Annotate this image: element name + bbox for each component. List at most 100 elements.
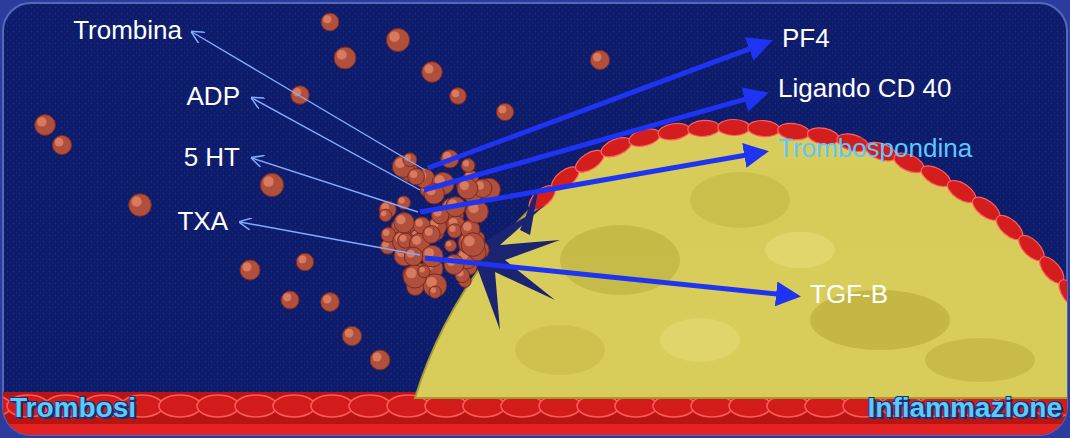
platelet bbox=[386, 28, 409, 51]
platelet-body bbox=[386, 28, 409, 51]
platelet-body bbox=[334, 47, 356, 69]
platelet-highlight bbox=[463, 160, 469, 166]
platelet-highlight bbox=[410, 170, 418, 178]
platelet-highlight bbox=[399, 198, 405, 204]
platelet bbox=[35, 115, 56, 136]
arrow bbox=[240, 222, 420, 255]
platelet bbox=[370, 350, 390, 370]
platelet-highlight bbox=[400, 235, 407, 242]
mediator-label: TGF-B bbox=[810, 280, 888, 309]
mediator-label: ADP bbox=[187, 82, 240, 111]
platelet-highlight bbox=[55, 138, 64, 147]
platelet-highlight bbox=[381, 211, 387, 217]
platelet bbox=[260, 173, 283, 196]
platelet bbox=[429, 286, 441, 298]
platelet-body bbox=[450, 88, 467, 105]
platelet-highlight bbox=[345, 329, 354, 338]
platelet-highlight bbox=[263, 176, 273, 186]
platelet bbox=[52, 135, 71, 154]
platelet bbox=[321, 293, 340, 312]
platelet-body bbox=[394, 212, 414, 232]
platelet-highlight bbox=[460, 181, 469, 190]
platelet-body bbox=[422, 62, 443, 83]
mediator-label: Ligando CD 40 bbox=[778, 74, 951, 103]
platelet-highlight bbox=[396, 215, 405, 224]
platelet-highlight bbox=[373, 353, 382, 362]
plaque-endothelium bbox=[525, 119, 1067, 311]
platelet bbox=[590, 50, 609, 69]
platelet bbox=[461, 159, 475, 173]
platelet-highlight bbox=[446, 241, 451, 246]
platelet-highlight bbox=[464, 236, 475, 247]
platelet-highlight bbox=[242, 262, 251, 271]
rupture-spike bbox=[520, 180, 540, 235]
arrow bbox=[425, 258, 796, 296]
platelet bbox=[422, 245, 443, 266]
endothelial-cell bbox=[197, 395, 239, 417]
platelet bbox=[291, 86, 309, 104]
platelet-body bbox=[447, 224, 461, 238]
platelet bbox=[379, 209, 391, 221]
plaque-texture bbox=[690, 172, 790, 228]
platelet-highlight bbox=[37, 117, 46, 126]
platelet-body bbox=[408, 168, 425, 185]
platelet-body bbox=[404, 247, 422, 265]
platelet-highlight bbox=[431, 288, 437, 294]
platelet-highlight bbox=[323, 295, 331, 303]
platelet bbox=[404, 247, 422, 265]
platelet-body bbox=[129, 194, 152, 217]
mediator-label: PF4 bbox=[782, 24, 830, 53]
process-label: Infiammazione bbox=[868, 393, 1062, 424]
platelet-highlight bbox=[323, 15, 331, 23]
mediator-label: TXA bbox=[177, 207, 228, 236]
platelet-highlight bbox=[337, 50, 347, 60]
plaque-texture bbox=[925, 338, 1035, 382]
platelet bbox=[342, 326, 361, 345]
platelet bbox=[496, 103, 513, 120]
platelet-body bbox=[423, 226, 441, 244]
mediator-label: Trombina bbox=[73, 16, 182, 45]
platelet-highlight bbox=[499, 106, 507, 114]
platelet bbox=[394, 212, 414, 232]
platelet-highlight bbox=[132, 197, 142, 207]
platelet-highlight bbox=[452, 90, 460, 98]
release-arrows-right bbox=[420, 42, 796, 296]
arrow bbox=[420, 152, 764, 212]
mediator-label: Trombospondina bbox=[778, 134, 972, 163]
platelet bbox=[408, 168, 425, 185]
endothelial-cell bbox=[747, 119, 780, 137]
endothelial-cell bbox=[235, 395, 277, 417]
platelet bbox=[445, 240, 457, 252]
platelet-highlight bbox=[463, 222, 472, 231]
endothelial-cell bbox=[1055, 276, 1067, 311]
platelet-highlight bbox=[425, 228, 433, 236]
platelet-body bbox=[52, 135, 71, 154]
endothelial-cell bbox=[349, 395, 391, 417]
plaque-texture bbox=[660, 318, 740, 362]
platelet bbox=[334, 47, 356, 69]
platelet-body bbox=[370, 350, 390, 370]
scene bbox=[3, 13, 1067, 435]
platelet-highlight bbox=[389, 31, 399, 41]
arrow bbox=[252, 98, 420, 190]
platelet-highlight bbox=[298, 255, 306, 263]
platelet-highlight bbox=[383, 229, 390, 236]
platelet bbox=[423, 226, 441, 244]
platelet-highlight bbox=[283, 293, 291, 301]
platelet-body bbox=[445, 240, 457, 252]
platelet bbox=[281, 291, 299, 309]
platelet-body bbox=[590, 50, 609, 69]
endothelial-cell bbox=[687, 119, 720, 137]
platelet-body bbox=[281, 291, 299, 309]
endothelial-cell bbox=[718, 119, 750, 135]
endothelial-cell bbox=[311, 395, 353, 417]
process-label: Trombosi bbox=[10, 393, 136, 424]
platelet bbox=[444, 255, 464, 275]
platelet bbox=[296, 253, 313, 270]
platelet-body bbox=[418, 265, 430, 277]
atherosclerotic-plaque bbox=[415, 127, 1067, 398]
platelet-body bbox=[321, 293, 340, 312]
platelet-body bbox=[342, 326, 361, 345]
platelet bbox=[129, 194, 152, 217]
